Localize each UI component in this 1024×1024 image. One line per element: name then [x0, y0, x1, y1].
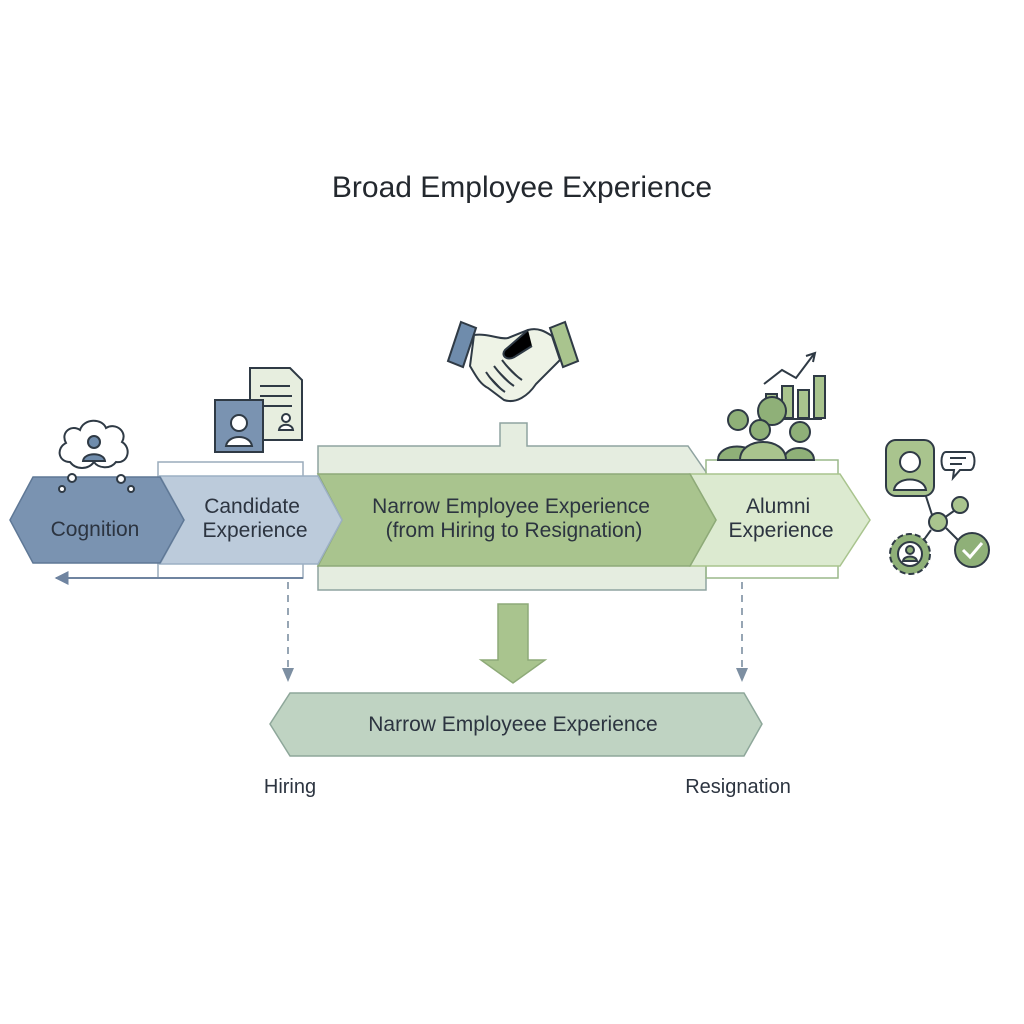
- handshake-icon: [446, 320, 580, 402]
- detail-bar-label: Narrow Employeee Experience: [368, 713, 657, 736]
- detail-bar: [269, 692, 763, 757]
- stage-candidate-label: Candidate Experience: [202, 495, 307, 542]
- hiring-label: Hiring: [264, 776, 316, 798]
- stage-cognition-label: Cognition: [51, 518, 140, 541]
- stage-narrow-label: Narrow Employee Experience (from Hiring …: [372, 495, 656, 542]
- resume-documents-icon: [214, 367, 303, 453]
- resignation-label: Resignation: [685, 776, 791, 798]
- diagram-title: Broad Employee Experience: [332, 171, 712, 204]
- stage-alumni-label: Alumni Experience: [728, 495, 833, 542]
- expand-down-arrow: [478, 603, 548, 684]
- hiring-dashed-connector: [282, 582, 294, 682]
- stage-cognition: [9, 476, 185, 564]
- thought-bubble-person-icon: [58, 419, 135, 493]
- people-network-icon: [885, 439, 990, 575]
- group-growth-chart-icon: [716, 351, 826, 461]
- resignation-dashed-connector: [736, 582, 748, 682]
